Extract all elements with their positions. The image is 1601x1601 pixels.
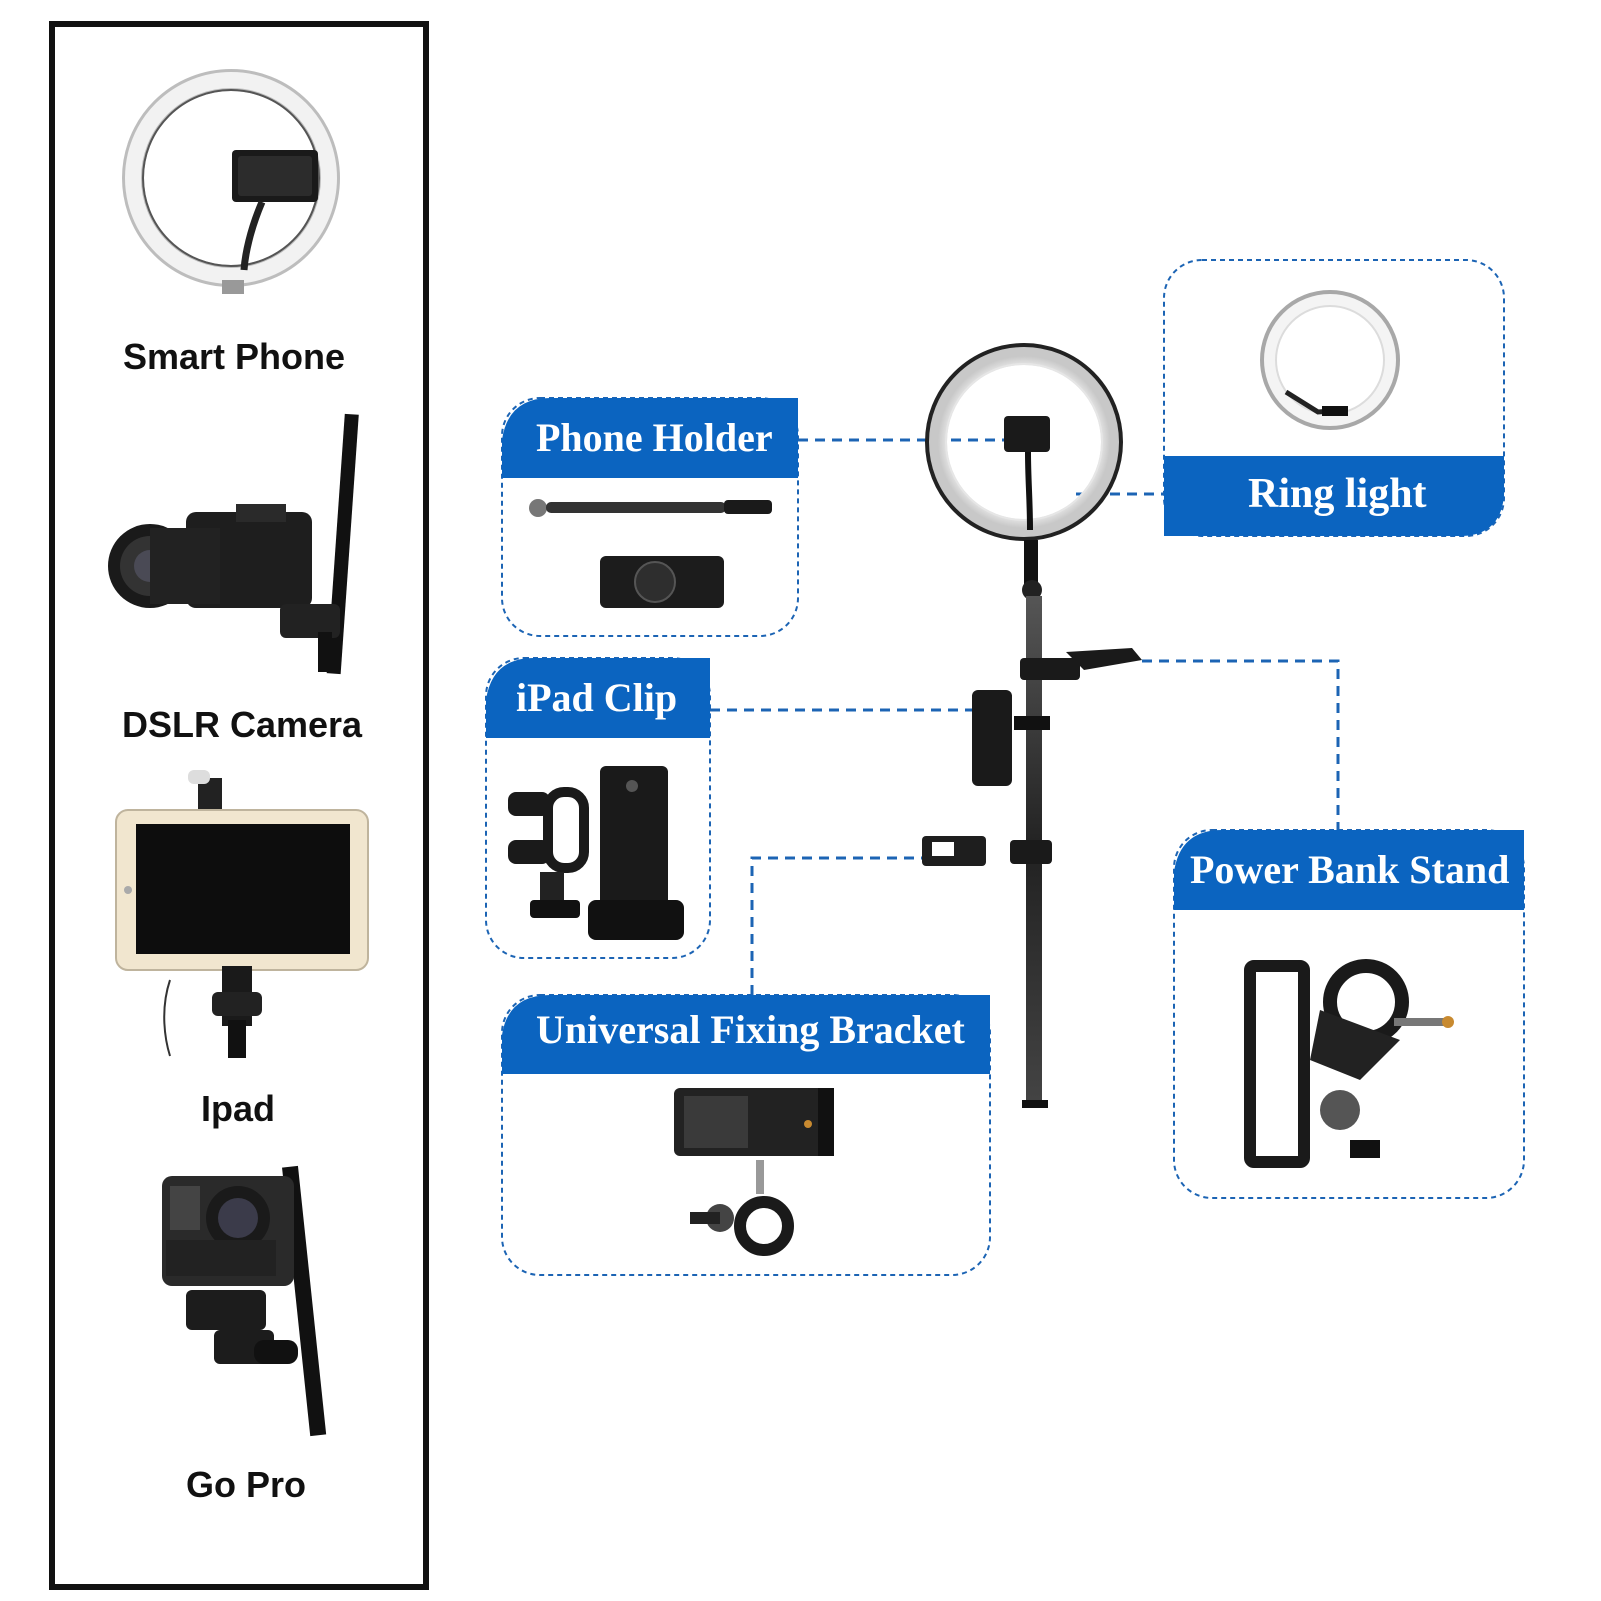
universal-bracket-box [501,994,991,1276]
gooseneck-arm-icon [529,499,772,517]
sidebar-caption-ipad: Ipad [200,1088,275,1129]
ipad-icon [115,770,369,1058]
ipad-clip-tab [486,658,710,738]
dslr-camera-icon [108,413,359,675]
phone-holder-tab [502,398,798,478]
gopro-icon [162,1165,327,1437]
power-bank-clamp-icon [1310,959,1454,1158]
phone-clip-icon [600,556,724,608]
universal-bracket-connector [750,856,924,995]
ipad-clip-label: iPad Clip [516,675,678,720]
universal-bracket-label: Universal Fixing Bracket [536,1007,965,1052]
holder-frame-icon [1244,960,1310,1168]
sidebar-caption-smart-phone: Smart Phone [122,336,346,377]
sidebar-caption-dslr-camera: DSLR Camera [121,704,363,745]
phone-holder-label: Phone Holder [536,415,773,460]
power-bank-label: Power Bank Stand [1190,847,1510,892]
ring-light-part-icon [1260,290,1400,430]
ring-light-tab [1164,456,1504,536]
universal-bracket-tab [502,995,990,1074]
tablet-clip-icon [588,766,684,940]
smart-phone-ring-icon [122,69,340,294]
power-bank-connector [1142,659,1340,830]
bracket-crab-clamp-icon [690,1160,794,1256]
sidebar-caption-go-pro: Go Pro [185,1464,306,1505]
power-bank-tab [1174,830,1524,910]
ball-clamp-icon [508,787,589,918]
ring-light-label: Ring light [1248,471,1427,517]
center-ring-light-stand [922,343,1142,1108]
bracket-phone-clip-icon [674,1088,834,1156]
sidebar-frame [49,21,429,1590]
